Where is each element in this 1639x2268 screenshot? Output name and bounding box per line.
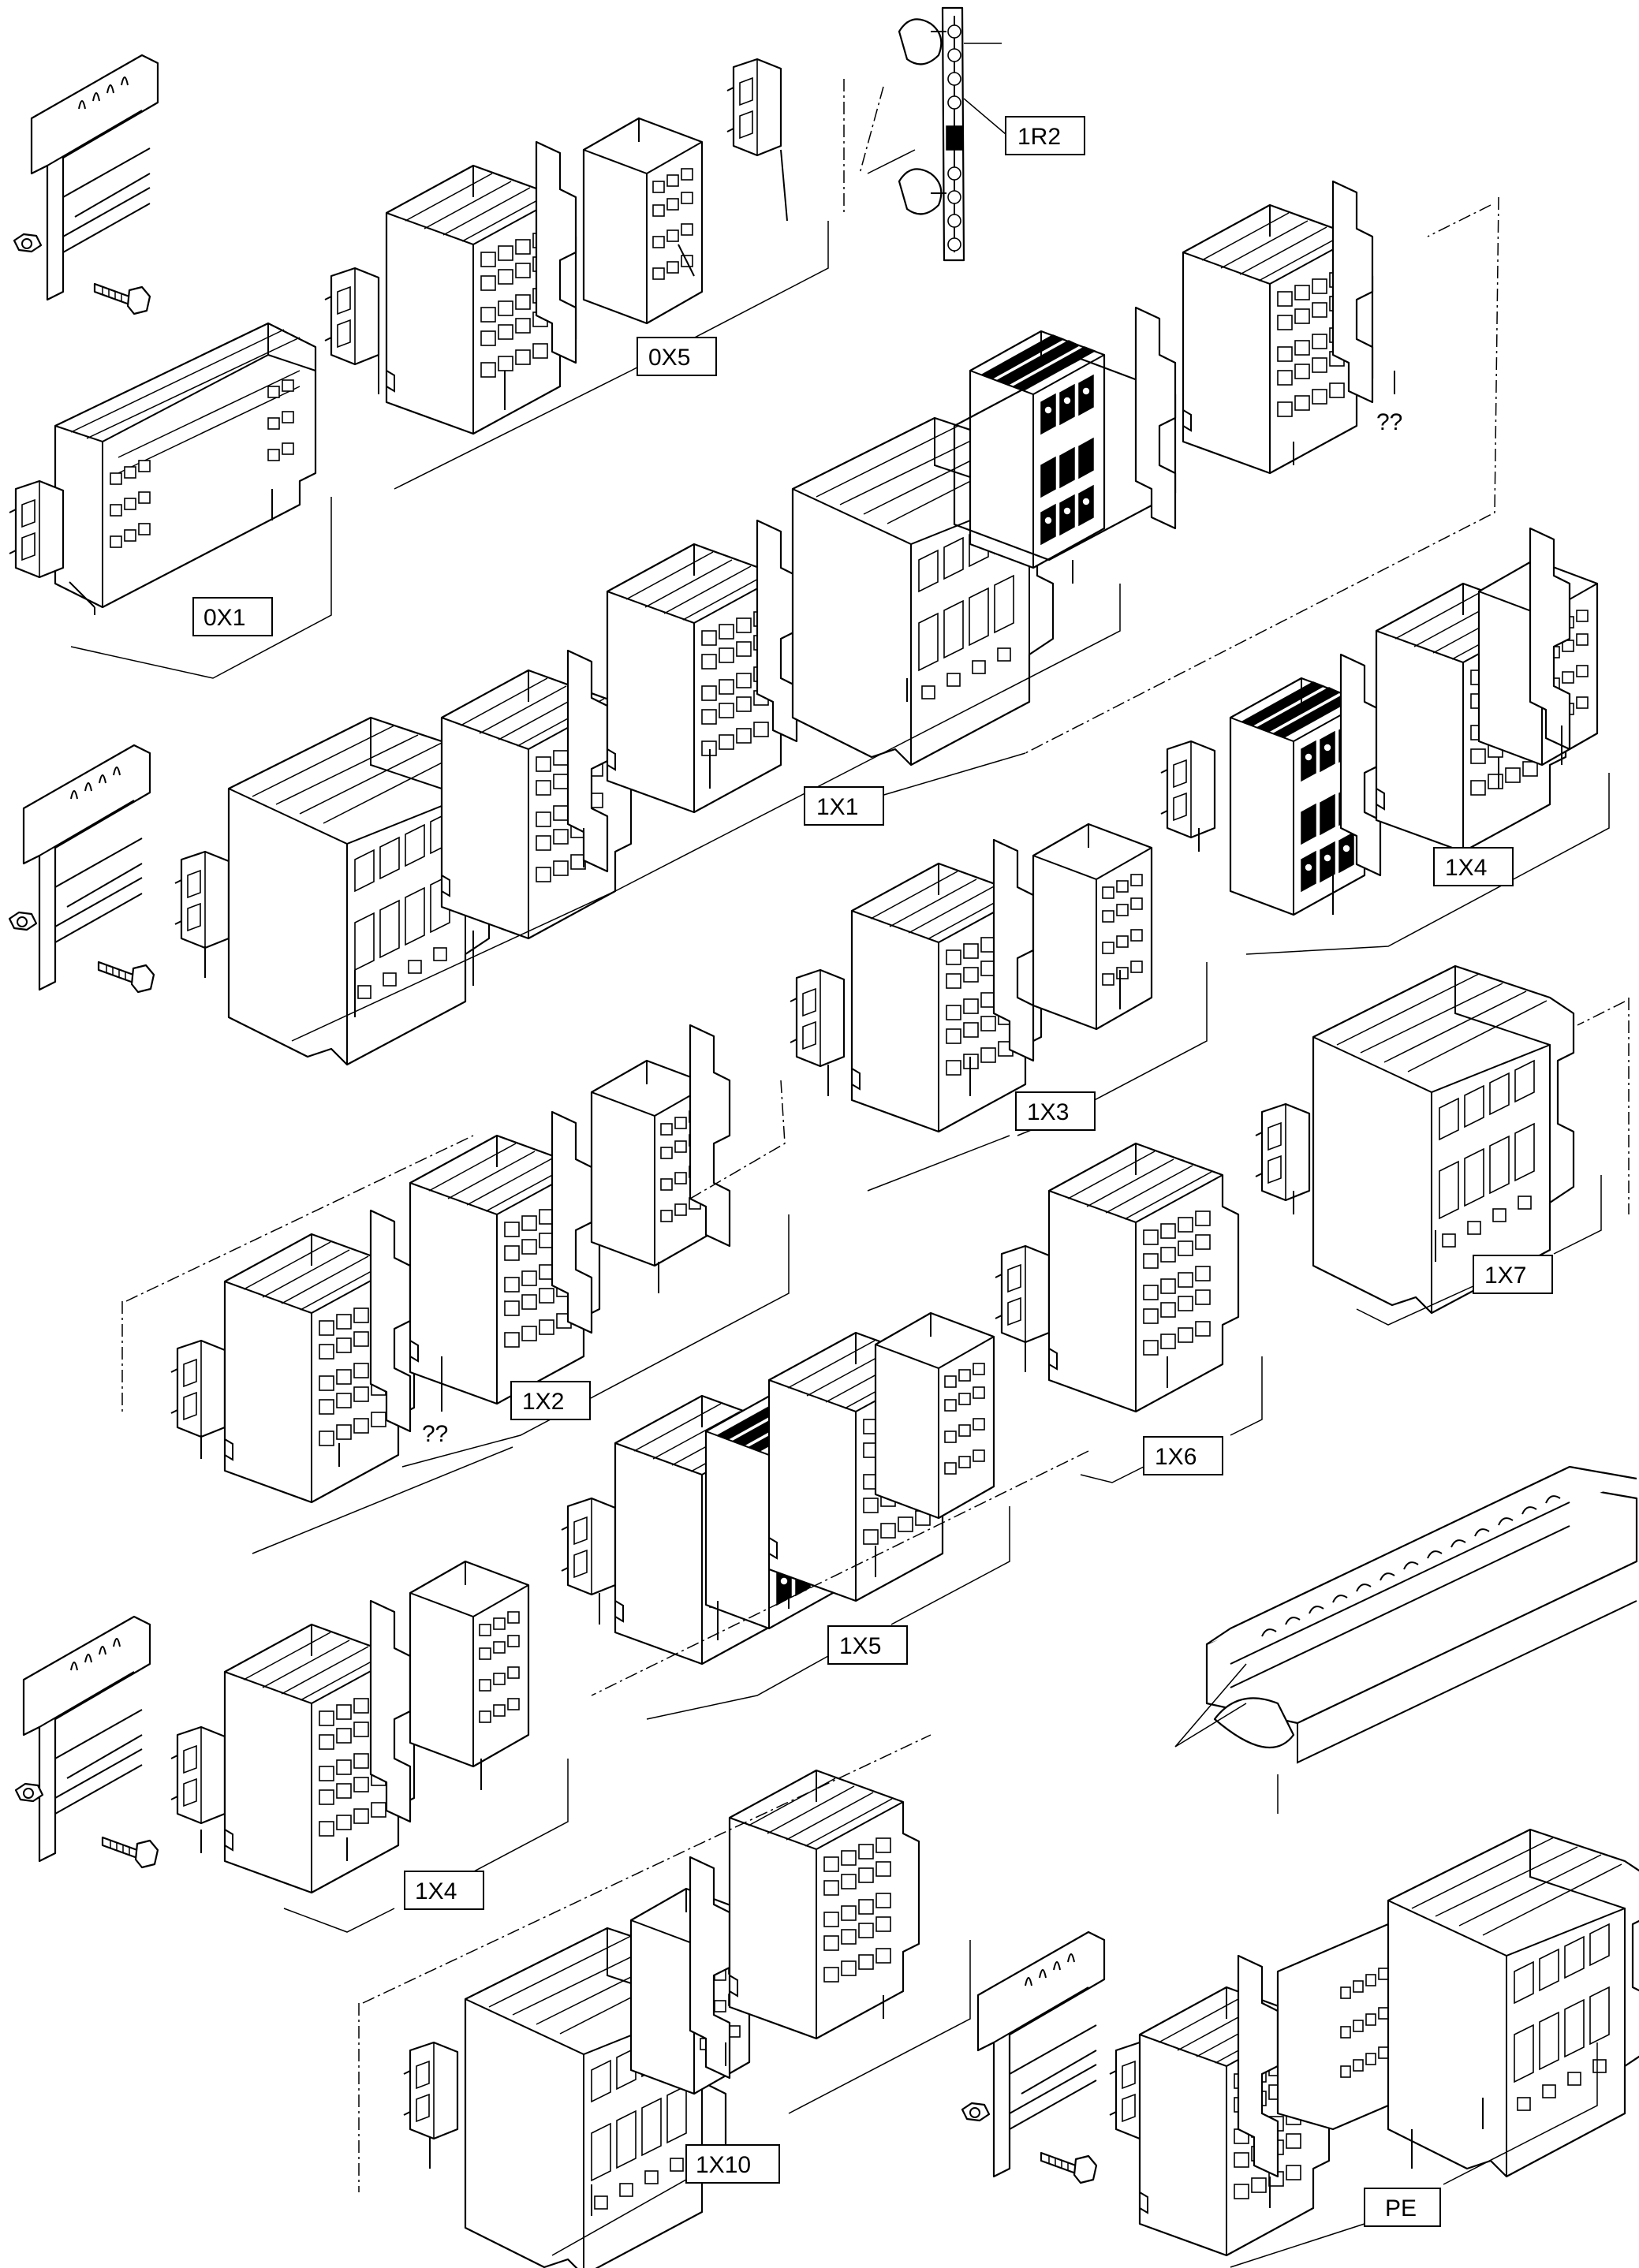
bolt	[101, 1836, 159, 1869]
bolt	[97, 961, 155, 994]
label-0x1: 0X1	[192, 597, 273, 636]
din-rail	[976, 1930, 1106, 2178]
din-rail	[30, 54, 159, 301]
separator-plate	[1134, 306, 1177, 530]
group-1x3	[789, 823, 1208, 1192]
label-1r2: 1R2	[1005, 116, 1085, 155]
group-1x5	[560, 1311, 1089, 1720]
bridge-1r2	[859, 6, 1006, 262]
label-text: PE	[1385, 2195, 1417, 2221]
cable-duct	[1174, 1465, 1638, 1814]
terminal-block	[874, 1311, 995, 1520]
label-text: 0X5	[648, 345, 690, 371]
group-1x6	[994, 1142, 1263, 1483]
bolt	[93, 282, 151, 315]
terminal-block	[1047, 1142, 1240, 1413]
end-clamp	[174, 850, 230, 949]
end-clamp	[170, 1339, 226, 1438]
label-text: 1X4	[1445, 855, 1487, 881]
nut	[13, 233, 43, 253]
label-1x1: 1X1	[804, 786, 884, 826]
end-clamp	[1159, 740, 1216, 839]
label-text: 1R2	[1017, 124, 1061, 150]
label-text: 1X5	[839, 1633, 881, 1659]
end-clamp	[402, 2041, 459, 2140]
label-1x4-bottom: 1X4	[404, 1871, 484, 1910]
end-clamp	[1254, 1102, 1311, 1202]
label-text: 1X4	[415, 1878, 457, 1904]
terminal-block	[728, 1769, 920, 2040]
label-1x6: 1X6	[1143, 1436, 1223, 1475]
label-1x10: 1X10	[685, 2144, 780, 2184]
group-1x10	[358, 1734, 971, 2268]
terminal-block	[1387, 1828, 1639, 2178]
module-0x1	[54, 322, 317, 609]
label-1x4-top: 1X4	[1433, 847, 1514, 886]
end-clamp	[323, 267, 380, 366]
label-text: 1X10	[696, 2152, 751, 2178]
group-1x1	[8, 180, 1499, 1066]
label-1x7: 1X7	[1473, 1255, 1553, 1294]
label-1x5: 1X5	[827, 1625, 908, 1665]
label-pe: PE	[1364, 2188, 1441, 2227]
din-rail	[22, 744, 151, 991]
label-1x2: 1X2	[510, 1381, 591, 1420]
end-clamp	[994, 1244, 1051, 1344]
end-clamp	[726, 58, 782, 157]
terminal-block	[1032, 823, 1153, 1031]
unknown-mark: ??	[422, 1421, 448, 1447]
label-text: 1X3	[1027, 1099, 1069, 1125]
terminal-block-bridged	[969, 330, 1106, 569]
group-pe	[961, 1828, 1639, 2268]
label-0x5: 0X5	[637, 337, 717, 376]
terminal-block	[409, 1560, 530, 1768]
nut	[14, 1782, 44, 1803]
end-clamp	[170, 1725, 226, 1825]
label-text: 1X7	[1484, 1263, 1526, 1289]
nut	[8, 911, 38, 931]
label-text: 1X2	[522, 1389, 564, 1415]
nut	[961, 2102, 991, 2122]
label-1x3: 1X3	[1015, 1091, 1096, 1131]
label-text: 1X1	[816, 794, 858, 820]
group-1x4-top	[1159, 527, 1610, 955]
group-1x4-bottom	[14, 1560, 569, 1933]
end-clamp	[8, 479, 65, 579]
end-clamp	[560, 1497, 617, 1596]
end-clamp	[789, 968, 846, 1068]
group-0x1-0x5	[8, 54, 845, 679]
din-rail	[22, 1615, 151, 1863]
label-text: 0X1	[203, 605, 245, 631]
terminal-block	[582, 117, 704, 325]
label-text: 1X6	[1155, 1444, 1197, 1470]
group-1x2	[121, 1024, 790, 1554]
group-1x7	[1254, 964, 1630, 1326]
unknown-mark: ??	[1376, 409, 1402, 435]
bolt	[1040, 2151, 1098, 2184]
